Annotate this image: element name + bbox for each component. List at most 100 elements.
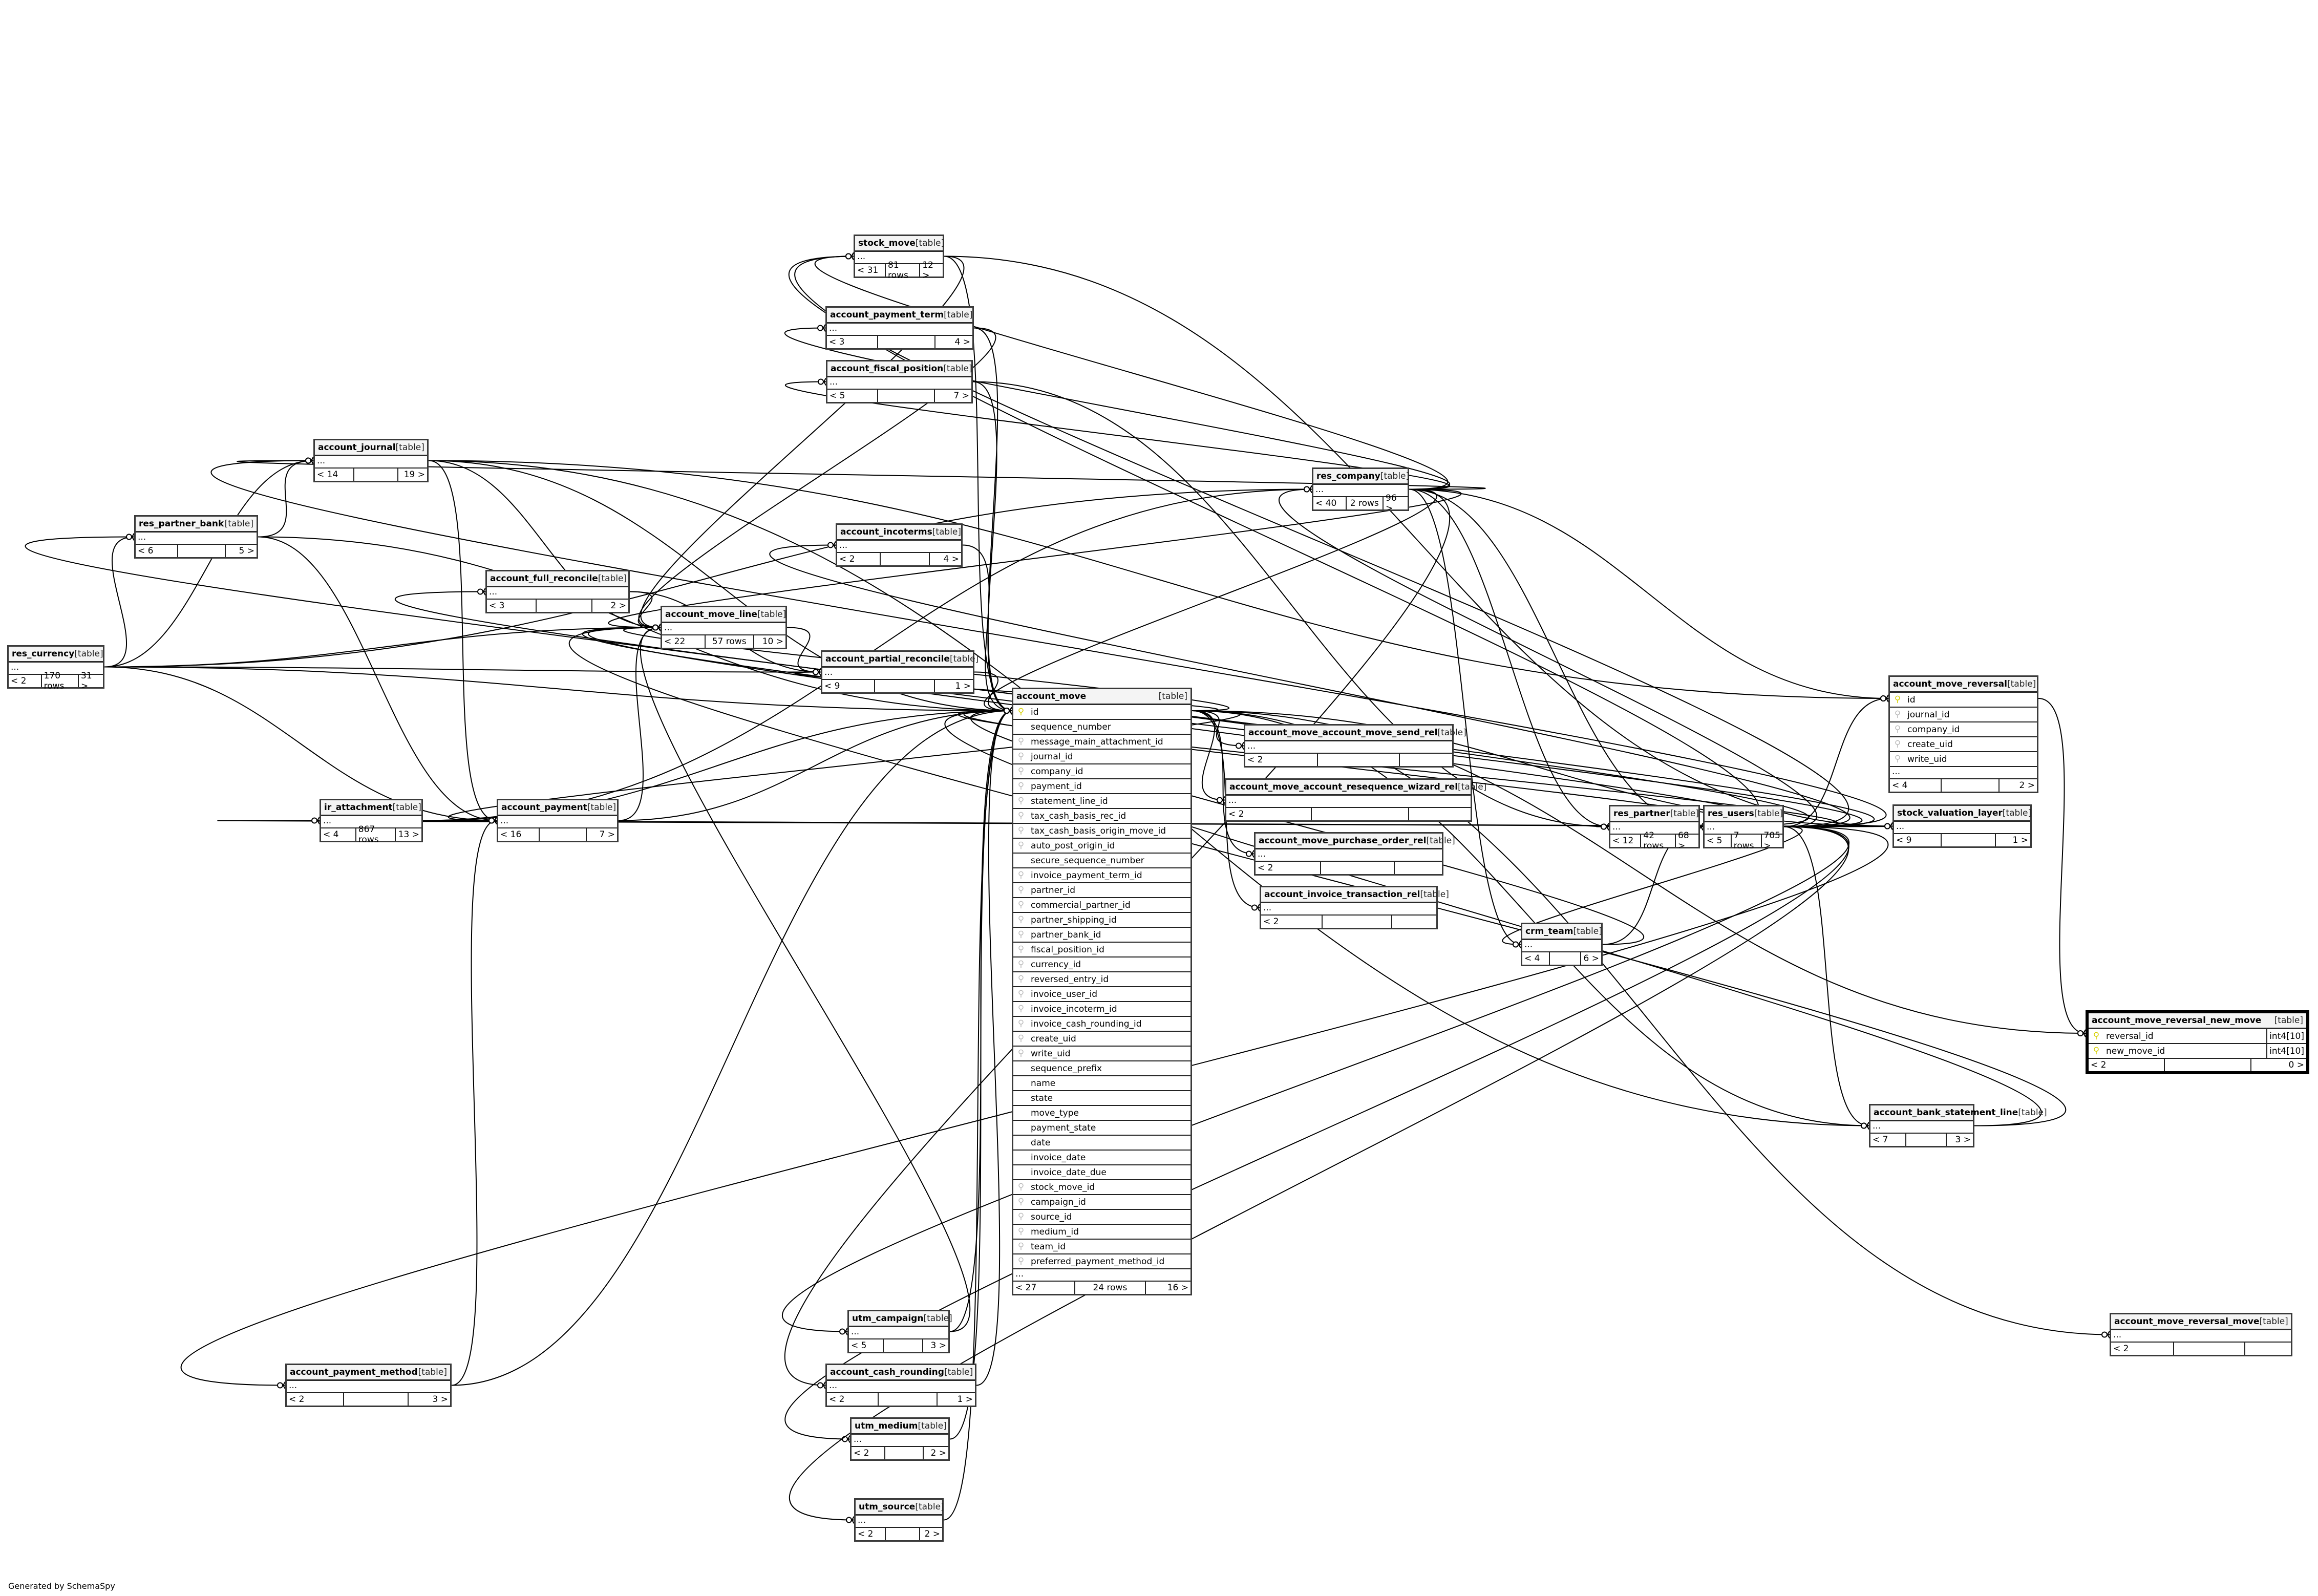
table-account-move-reversal-move[interactable]: account_move_reversal_move[table]...< 2 [2110, 1313, 2292, 1356]
parent-count[interactable]: < 9 [822, 680, 876, 692]
column-row[interactable]: ⚲id [1890, 693, 2037, 708]
child-count[interactable]: 16 > [1167, 1283, 1188, 1293]
column-row[interactable]: date [1013, 1136, 1190, 1151]
column-row[interactable]: ⚲partner_bank_id [1013, 928, 1190, 943]
child-count[interactable]: 2 > [610, 601, 626, 611]
parent-count[interactable]: < 2 [2089, 1059, 2165, 1071]
table-account-bank-statement-line[interactable]: account_bank_statement_line[table]...< 7… [1869, 1104, 2047, 1147]
column-row[interactable]: ⚲company_id [1890, 722, 2037, 737]
parent-count[interactable]: < 2 [1245, 754, 1318, 766]
column-row[interactable]: ⚲preferred_payment_method_id [1013, 1254, 1190, 1269]
column-row[interactable]: ⚲create_uid [1890, 737, 2037, 752]
column-row[interactable]: ⚲tax_cash_basis_origin_move_id [1013, 824, 1190, 839]
parent-count[interactable]: < 2 [1256, 862, 1321, 874]
column-row[interactable]: invoice_date_due [1013, 1165, 1190, 1180]
column-row[interactable]: ⚲campaign_id [1013, 1195, 1190, 1210]
child-count[interactable]: 4 > [954, 337, 970, 347]
column-row[interactable]: state [1013, 1091, 1190, 1106]
child-count[interactable]: 3 > [432, 1394, 448, 1405]
table-account-move-account-move-send-rel[interactable]: account_move_account_move_send_rel[table… [1244, 724, 1466, 768]
column-row[interactable]: ⚲invoice_payment_term_id [1013, 868, 1190, 883]
column-row[interactable]: ⚲invoice_cash_rounding_id [1013, 1017, 1190, 1032]
column-row[interactable]: ⚲write_uid [1013, 1047, 1190, 1061]
child-count[interactable] [1409, 808, 1471, 820]
column-row[interactable]: ⚲invoice_incoterm_id [1013, 1002, 1190, 1017]
column-row[interactable]: ⚲commercial_partner_id [1013, 898, 1190, 913]
parent-count[interactable]: < 2 [856, 1528, 886, 1540]
column-row[interactable]: sequence_prefix [1013, 1061, 1190, 1076]
parent-count[interactable]: < 3 [827, 336, 878, 348]
child-count[interactable]: 1 > [955, 681, 971, 691]
child-count[interactable]: 19 > [403, 470, 425, 480]
table-account-move-reversal[interactable]: account_move_reversal [table] ⚲id⚲journa… [1888, 675, 2038, 793]
parent-count[interactable]: < 2 [827, 1393, 879, 1406]
parent-count[interactable]: < 9 [1894, 834, 1942, 846]
table-account-move-purchase-order-rel[interactable]: account_move_purchase_order_rel[table]..… [1254, 832, 1455, 876]
child-count[interactable]: 68 > [1678, 831, 1689, 851]
column-row[interactable]: ⚲partner_id [1013, 883, 1190, 898]
column-row[interactable]: ⚲stock_move_id [1013, 1180, 1190, 1195]
child-count[interactable]: 2 > [924, 1529, 940, 1539]
column-row[interactable]: move_type [1013, 1106, 1190, 1121]
child-count[interactable]: 3 > [930, 1340, 946, 1351]
column-row[interactable]: ⚲source_id [1013, 1210, 1190, 1225]
column-row[interactable]: ⚲team_id [1013, 1240, 1190, 1254]
parent-count[interactable]: < 7 [1870, 1134, 1907, 1146]
child-count[interactable]: 0 > [2288, 1060, 2304, 1070]
column-row[interactable]: ⚲invoice_user_id [1013, 987, 1190, 1002]
column-row[interactable]: ⚲id [1013, 705, 1190, 720]
column-row[interactable]: ⚲statement_line_id [1013, 794, 1190, 809]
table-account-move-reversal-new-move[interactable]: account_move_reversal_new_move [table] ⚲… [2086, 1010, 2309, 1074]
parent-count[interactable]: < 2 [1261, 916, 1323, 928]
column-row[interactable]: ⚲journal_id [1890, 708, 2037, 722]
column-row[interactable]: sequence_number [1013, 720, 1190, 735]
column-row[interactable]: payment_state [1013, 1121, 1190, 1136]
table-account-invoice-transaction-rel[interactable]: account_invoice_transaction_rel[table]..… [1260, 886, 1449, 929]
parent-count[interactable]: < 5 [1705, 835, 1732, 847]
child-count[interactable]: 5 > [239, 546, 254, 556]
column-row[interactable]: secure_sequence_number [1013, 854, 1190, 868]
parent-count[interactable]: < 3 [487, 600, 537, 612]
child-count[interactable]: 705 > [1763, 831, 1780, 851]
child-count[interactable] [1392, 916, 1437, 928]
parent-count[interactable]: < 5 [849, 1339, 884, 1352]
column-row[interactable]: ⚲company_id [1013, 764, 1190, 779]
table-account-move-account-resequence-wizard-rel[interactable]: account_move_account_resequence_wizard_r… [1225, 778, 1486, 822]
child-count[interactable]: 1 > [2012, 835, 2028, 845]
column-row[interactable]: ⚲partner_shipping_id [1013, 913, 1190, 928]
parent-count[interactable]: < 27 [1013, 1282, 1076, 1294]
parent-count[interactable]: < 2 [1226, 808, 1312, 820]
child-count[interactable] [1400, 754, 1452, 766]
child-count[interactable]: 96 > [1386, 493, 1397, 514]
column-row[interactable]: ⚲write_uid [1890, 752, 2037, 767]
column-row[interactable]: ⚲create_uid [1013, 1032, 1190, 1047]
parent-count[interactable]: < 2 [2111, 1343, 2175, 1355]
parent-count[interactable]: < 31 [855, 264, 886, 276]
column-row[interactable]: ⚲auto_post_origin_id [1013, 839, 1190, 854]
child-count[interactable]: 10 > [762, 636, 783, 647]
child-count[interactable]: 12 > [922, 260, 933, 281]
child-count[interactable]: 1 > [957, 1394, 973, 1405]
child-count[interactable]: 2 > [2019, 780, 2035, 791]
column-row[interactable]: ⚲currency_id [1013, 957, 1190, 972]
child-count[interactable]: 4 > [943, 554, 959, 564]
